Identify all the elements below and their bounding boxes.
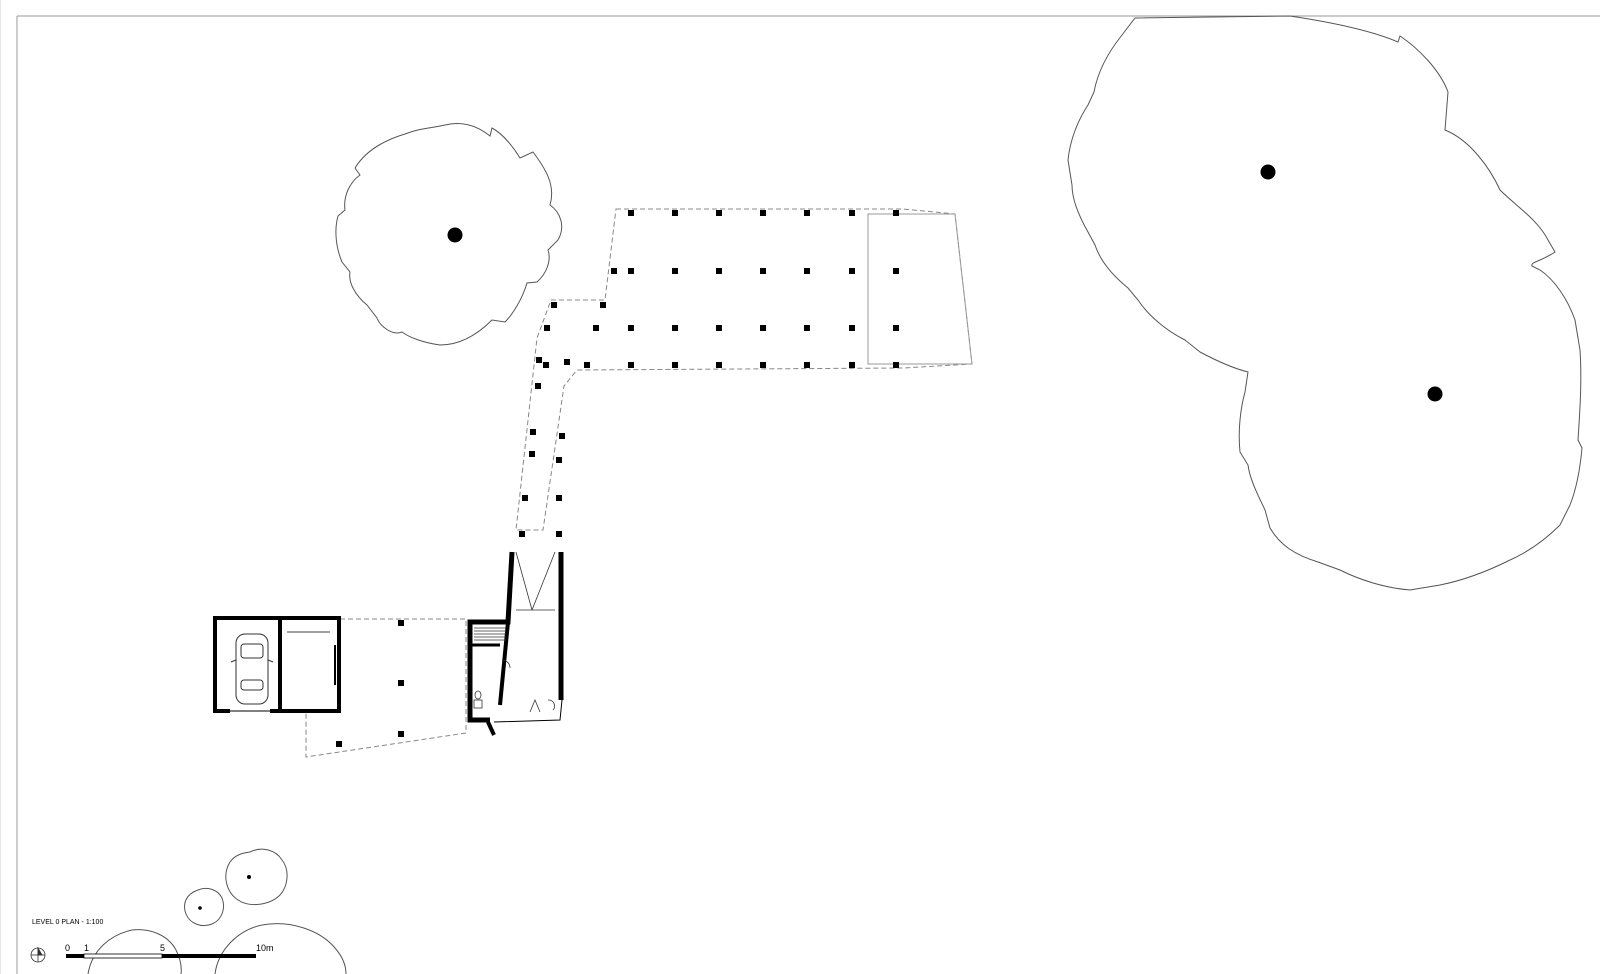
- column-marker: [760, 325, 766, 331]
- garage-walls: [213, 616, 341, 714]
- column-marker: [628, 210, 634, 216]
- column-marker: [716, 325, 722, 331]
- column-marker: [556, 457, 562, 463]
- column-grid: [336, 210, 899, 747]
- column-marker: [556, 531, 562, 537]
- scale-tick-1: 1: [84, 943, 89, 953]
- column-marker: [522, 495, 528, 501]
- column-marker: [543, 362, 549, 368]
- column-marker: [804, 268, 810, 274]
- column-marker: [849, 268, 855, 274]
- column-marker: [760, 362, 766, 368]
- column-marker: [849, 325, 855, 331]
- tree-canopy-small-cluster: [87, 848, 347, 974]
- column-marker: [600, 302, 606, 308]
- column-marker: [628, 268, 634, 274]
- toilet-icon: [473, 659, 555, 713]
- column-marker: [535, 383, 541, 389]
- column-marker: [672, 268, 678, 274]
- car-icon: [230, 633, 274, 705]
- scale-tick-10m: 10m: [256, 943, 274, 953]
- tree-canopy-east-cluster: [1067, 15, 1583, 591]
- column-marker: [584, 362, 590, 368]
- column-marker: [672, 210, 678, 216]
- column-marker: [760, 268, 766, 274]
- scale-tick-0: 0: [65, 943, 70, 953]
- column-marker: [760, 210, 766, 216]
- column-marker: [529, 451, 535, 457]
- column-marker: [611, 268, 617, 274]
- column-marker: [564, 359, 570, 365]
- column-marker: [893, 325, 899, 331]
- column-marker: [804, 325, 810, 331]
- column-marker: [398, 620, 404, 626]
- column-marker: [804, 362, 810, 368]
- column-marker: [893, 268, 899, 274]
- column-marker: [716, 362, 722, 368]
- stair-icon: [474, 551, 556, 641]
- column-marker: [593, 325, 599, 331]
- column-marker: [556, 495, 562, 501]
- column-marker: [536, 357, 542, 363]
- building-footprint-outline: [305, 208, 973, 758]
- column-marker: [628, 362, 634, 368]
- column-marker: [672, 325, 678, 331]
- north-arrow-icon: [30, 946, 46, 963]
- column-marker: [519, 531, 525, 537]
- tree-canopy-west: [335, 122, 563, 346]
- column-marker: [849, 210, 855, 216]
- column-marker: [716, 210, 722, 216]
- column-marker: [893, 362, 899, 368]
- column-marker: [559, 433, 565, 439]
- column-marker: [628, 325, 634, 331]
- column-marker: [551, 302, 557, 308]
- column-marker: [530, 429, 536, 435]
- core-walls: [467, 551, 564, 736]
- column-marker: [804, 210, 810, 216]
- scale-segment-0-1: [66, 954, 84, 958]
- drawing-title: LEVEL 0 PLAN - 1:100: [32, 919, 103, 926]
- column-marker: [544, 325, 550, 331]
- column-marker: [716, 268, 722, 274]
- scale-bar: 0 1 5 10m: [65, 943, 274, 959]
- column-marker: [398, 731, 404, 737]
- column-marker: [849, 362, 855, 368]
- scale-segment-5-10: [162, 954, 256, 958]
- column-marker: [893, 210, 899, 216]
- scale-tick-5: 5: [160, 943, 165, 953]
- column-marker: [398, 680, 404, 686]
- scale-segment-1-5: [83, 953, 163, 959]
- column-marker: [672, 362, 678, 368]
- column-marker: [336, 741, 342, 747]
